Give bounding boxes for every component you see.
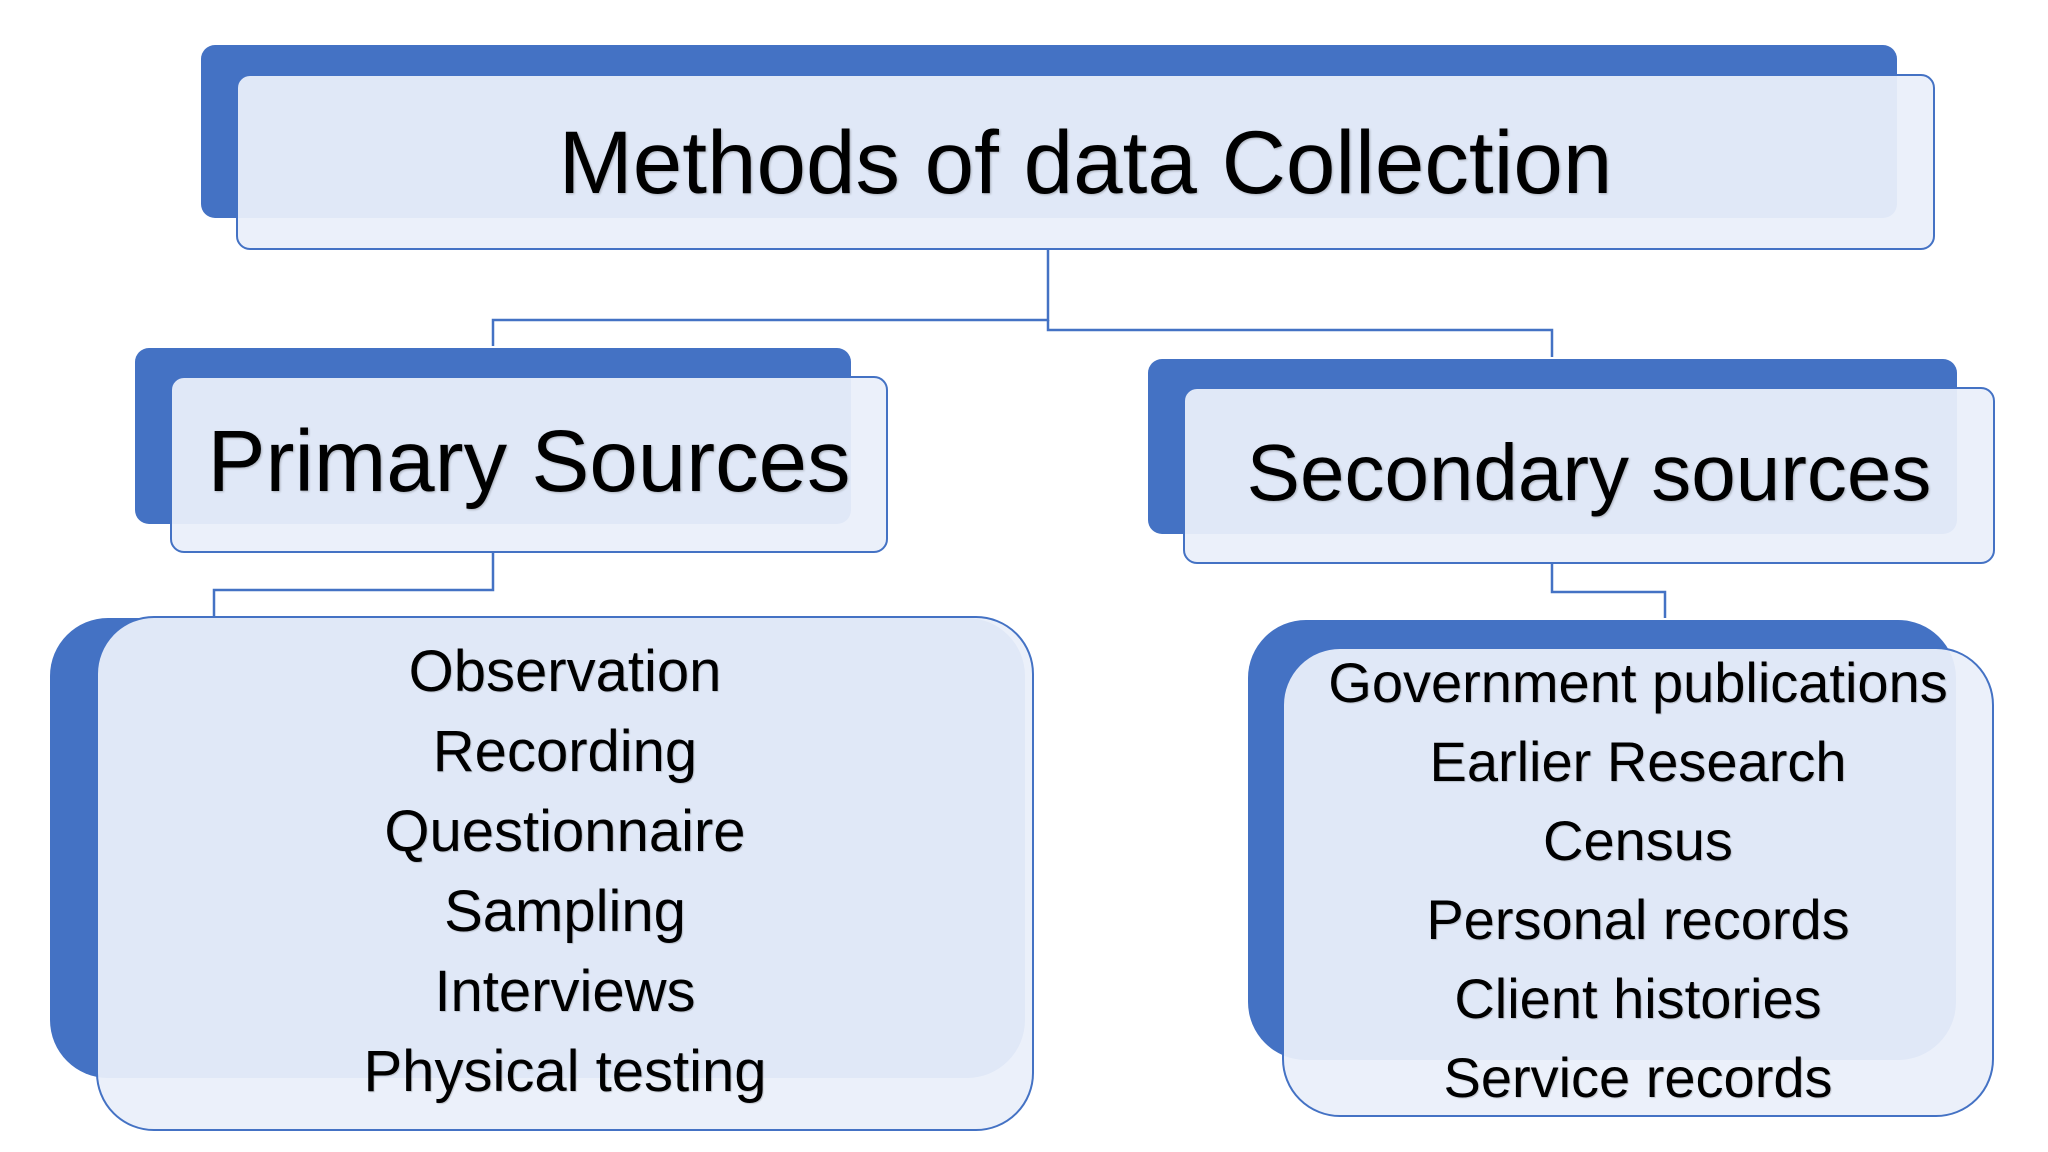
list-item: Census bbox=[1543, 809, 1733, 872]
title-node: Methods of data Collection bbox=[236, 74, 1935, 250]
connector-root-to-primary bbox=[491, 250, 1050, 346]
list-item: Sampling bbox=[444, 878, 686, 944]
list-item: Questionnaire bbox=[384, 798, 746, 864]
diagram-title: Methods of data Collection bbox=[558, 111, 1613, 212]
primary-list-node: Observation Recording Questionnaire Samp… bbox=[96, 616, 1034, 1131]
secondary-sources-heading: Secondary sources bbox=[1246, 427, 1932, 517]
list-item: Service records bbox=[1443, 1046, 1833, 1109]
list-item: Earlier Research bbox=[1429, 730, 1847, 793]
primary-sources-heading: Primary Sources bbox=[207, 412, 851, 510]
secondary-sources-list: Government publications Earlier Research… bbox=[1328, 643, 1947, 1117]
connector-secondary-to-list bbox=[1550, 563, 1667, 618]
list-item: Personal records bbox=[1426, 888, 1850, 951]
secondary-list-node: Government publications Earlier Research… bbox=[1282, 647, 1994, 1117]
secondary-sources-node: Secondary sources bbox=[1183, 387, 1995, 564]
primary-methods-list: Observation Recording Questionnaire Samp… bbox=[364, 632, 767, 1112]
list-item: Recording bbox=[432, 718, 698, 784]
list-item: Client histories bbox=[1454, 967, 1822, 1030]
primary-sources-node: Primary Sources bbox=[170, 376, 888, 553]
connector-primary-to-list bbox=[212, 553, 495, 617]
list-item: Interviews bbox=[434, 958, 696, 1024]
list-item: Government publications bbox=[1328, 651, 1948, 714]
list-item: Physical testing bbox=[363, 1038, 767, 1104]
list-item: Observation bbox=[408, 638, 722, 704]
connector-root-to-secondary bbox=[1046, 320, 1554, 357]
